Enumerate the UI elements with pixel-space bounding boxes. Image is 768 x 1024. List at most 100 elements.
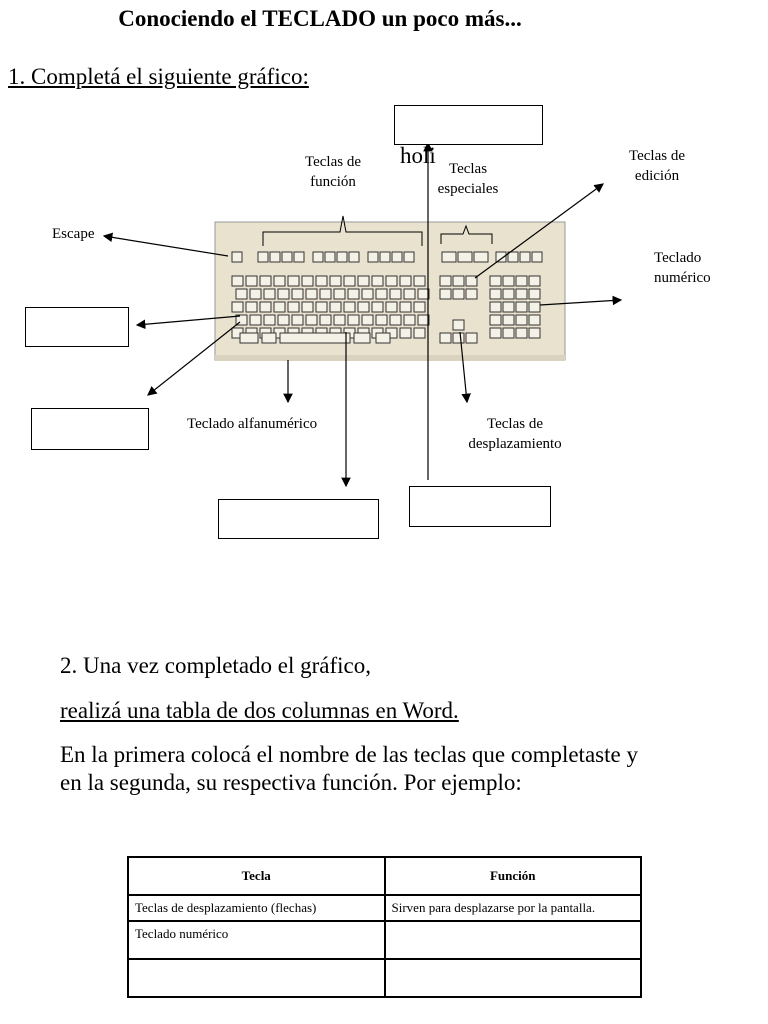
keyboard-key [348,251,360,263]
keyboard-key [489,275,502,287]
label-escape: Escape [52,226,95,242]
keyboard-key [375,288,388,300]
keyboard-key [347,288,360,300]
keyboard-key [391,251,403,263]
keyboard-key [231,301,244,313]
keyboard-key [371,275,384,287]
keyboard-key [239,332,259,344]
keyboard-key [515,327,528,339]
keyboard-key [305,288,318,300]
keyboard-key [441,251,457,263]
keyboard-key [385,301,398,313]
keyboard-key [281,251,293,263]
keyboard-key [249,314,262,326]
answer-box-left-1[interactable] [25,307,129,347]
keyboard-key [502,314,515,326]
table-row: Teclado numérico [127,920,642,960]
keyboard-key [273,275,286,287]
keyboard-key [489,327,502,339]
keyboard-key [528,314,541,326]
keyboard-key [353,332,371,344]
answer-box-left-2[interactable] [31,408,149,450]
keyboard-key [399,327,412,339]
keyboard-key [413,327,426,339]
keyboard-key [389,314,402,326]
example-table: Tecla Función Teclas de desplazamiento (… [127,856,642,998]
keyboard-key [389,288,402,300]
keyboard-key [367,251,379,263]
answer-box-bottom-2[interactable] [409,486,551,527]
braces [262,215,493,246]
question-2-line-1: 2. Una vez completado el gráfico, [60,653,372,678]
keyboard-key [319,288,332,300]
label-teclado-alfanumerico: Teclado alfanumérico [187,416,318,432]
keyboard-key [312,251,324,263]
question-2-line-3: En la primera colocá el nombre de las te… [60,742,638,767]
keyboard-key [315,275,328,287]
keyboard-key [329,275,342,287]
keyboard-key [489,314,502,326]
keyboard-key [528,301,541,313]
keyboard-key [371,301,384,313]
keyboard-key [343,275,356,287]
keyboard-key [293,251,305,263]
keyboard-key [333,288,346,300]
keyboard-key [235,314,248,326]
keyboard-key [439,288,452,300]
keyboard-key [489,288,502,300]
keyboard-key [519,251,531,263]
keyboard-key [528,288,541,300]
keyboard-key [452,319,465,331]
keyboard-key [528,275,541,287]
table-cell: Teclas de desplazamiento (flechas) [127,894,386,922]
keyboard-key [473,251,489,263]
answer-box-top[interactable] [394,105,543,145]
keyboard-key [343,301,356,313]
table-cell [127,958,386,998]
arrows [102,141,623,488]
keyboard-key [269,251,281,263]
keyboard-key [515,301,528,313]
table-cell [383,920,642,960]
keyboard-key [263,288,276,300]
keyboard-key [439,332,452,344]
keyboard-key [457,251,473,263]
keyboard-key [531,251,543,263]
keyboard-key [399,301,412,313]
keyboard-key [301,301,314,313]
keyboard-key [347,314,360,326]
answer-box-bottom-1[interactable] [218,499,379,539]
keyboard-key [528,327,541,339]
label-holi: holi [400,143,436,168]
keyboard-key [277,288,290,300]
question-2-line-4: en la segunda, su respectiva función. Po… [60,770,522,795]
keyboard-key [329,301,342,313]
keyboard-key [235,288,248,300]
keyboard-key [257,251,269,263]
table-header-funcion: Función [383,856,642,896]
keyboard-key [465,275,478,287]
keyboard-key [515,314,528,326]
keyboard-key [361,314,374,326]
keyboard-key [273,301,286,313]
keyboard-key [403,314,416,326]
keyboard-key [403,288,416,300]
keyboard-key [515,288,528,300]
keyboard-key [245,275,258,287]
keyboard-key [231,251,243,263]
keyboard-key [507,251,519,263]
keyboard-key [263,314,276,326]
table-cell [383,958,642,998]
keyboard-image [214,221,566,361]
keyboard-key [245,301,258,313]
keyboard-key [515,275,528,287]
question-2-line-2: realizá una tabla de dos columnas en Wor… [60,698,459,723]
keyboard-key [357,275,370,287]
keyboard-key [452,275,465,287]
keyboard-key [291,314,304,326]
table-cell: Sirven para desplazarse por la pantalla. [383,894,642,922]
keyboard-key [259,301,272,313]
keyboard-key [259,275,272,287]
